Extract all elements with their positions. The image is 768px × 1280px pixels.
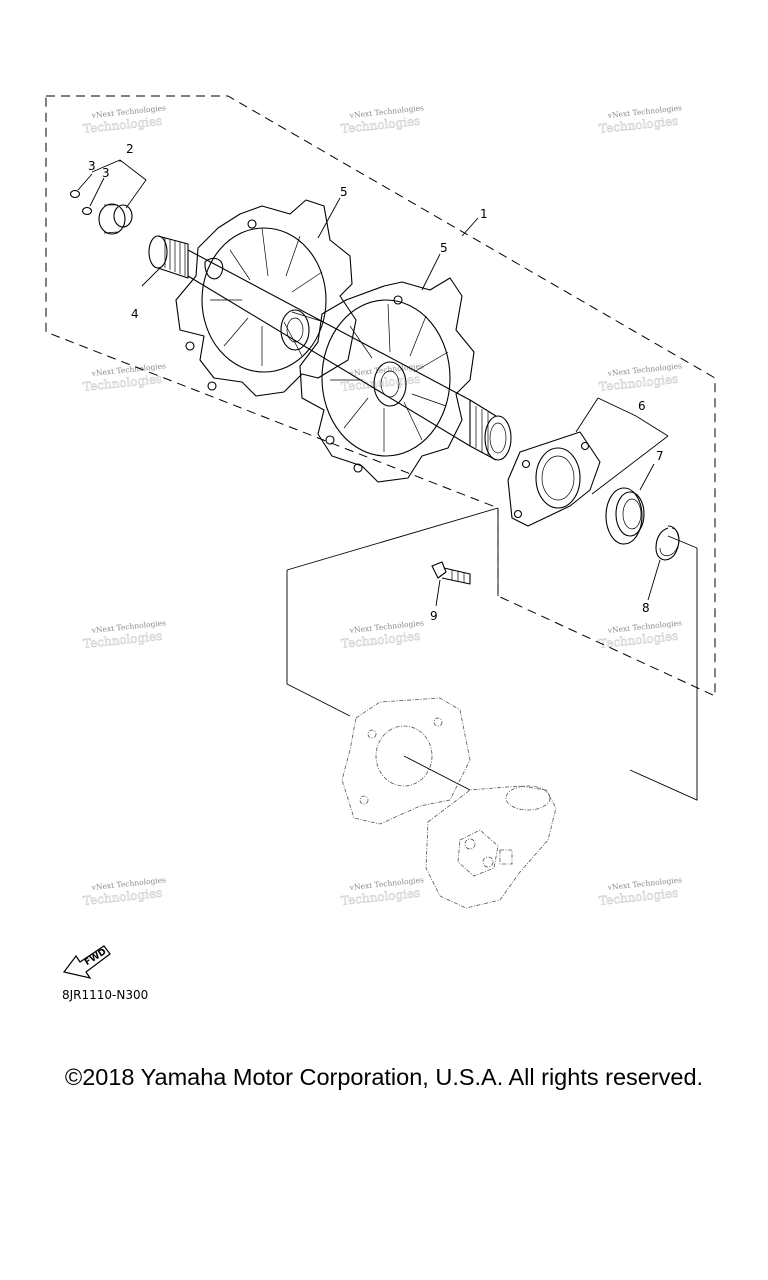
- mounting-boundary: [286, 548, 698, 801]
- watermark: Technologies vNext Technologies: [82, 618, 166, 651]
- circlip-part-8: [655, 525, 680, 561]
- watermark: Technologies vNext Technologies: [598, 103, 682, 136]
- callout-labels: 1 2 3 3 4 5 5 6 7 8 9: [88, 142, 664, 623]
- watermark: Technologies vNext Technologies: [598, 618, 682, 651]
- watermark: Technologies vNext Technologies: [82, 875, 166, 908]
- leader-lines: [77, 159, 698, 791]
- copyright-notice: ©2018 Yamaha Motor Corporation, U.S.A. A…: [64, 1064, 704, 1090]
- bearing-part-7: [605, 487, 645, 545]
- watermark: Technologies vNext Technologies: [340, 875, 424, 908]
- bearing-housing-part-6: [507, 431, 601, 527]
- callout-8: 8: [642, 601, 650, 615]
- assembly-boundary: [45, 95, 716, 697]
- watermarks: Technologies vNext Technologies Technolo…: [82, 103, 682, 908]
- callout-1: 1: [480, 207, 488, 221]
- fwd-arrow-icon: FWD: [62, 945, 111, 979]
- pin-part-3: [69, 189, 93, 216]
- callout-2: 2: [126, 142, 134, 156]
- watermark: Technologies vNext Technologies: [340, 103, 424, 136]
- callout-4: 4: [131, 307, 139, 321]
- bolt-part-9: [431, 561, 471, 585]
- watermark: Technologies vNext Technologies: [598, 361, 682, 394]
- callout-6: 6: [638, 399, 646, 413]
- drive-shaft-part-4: [148, 235, 512, 461]
- bearing-cap-part-2: [98, 203, 133, 235]
- watermark: Technologies vNext Technologies: [82, 103, 166, 136]
- callout-3: 3: [88, 159, 96, 173]
- callout-7: 7: [656, 449, 664, 463]
- callout-5: 5: [340, 185, 348, 199]
- watermark: Technologies vNext Technologies: [598, 875, 682, 908]
- diagram-code: 8JR1110-N300: [62, 988, 149, 1002]
- reference-brake-assembly: [341, 697, 557, 909]
- callout-3: 3: [102, 166, 110, 180]
- callout-9: 9: [430, 609, 438, 623]
- sprocket-part-5-right: [299, 277, 475, 483]
- watermark: Technologies vNext Technologies: [340, 618, 424, 651]
- callout-5: 5: [440, 241, 448, 255]
- sprocket-part-5-left: [175, 199, 357, 397]
- watermark: Technologies vNext Technologies: [82, 361, 166, 394]
- watermark: Technologies vNext Technologies: [340, 361, 424, 394]
